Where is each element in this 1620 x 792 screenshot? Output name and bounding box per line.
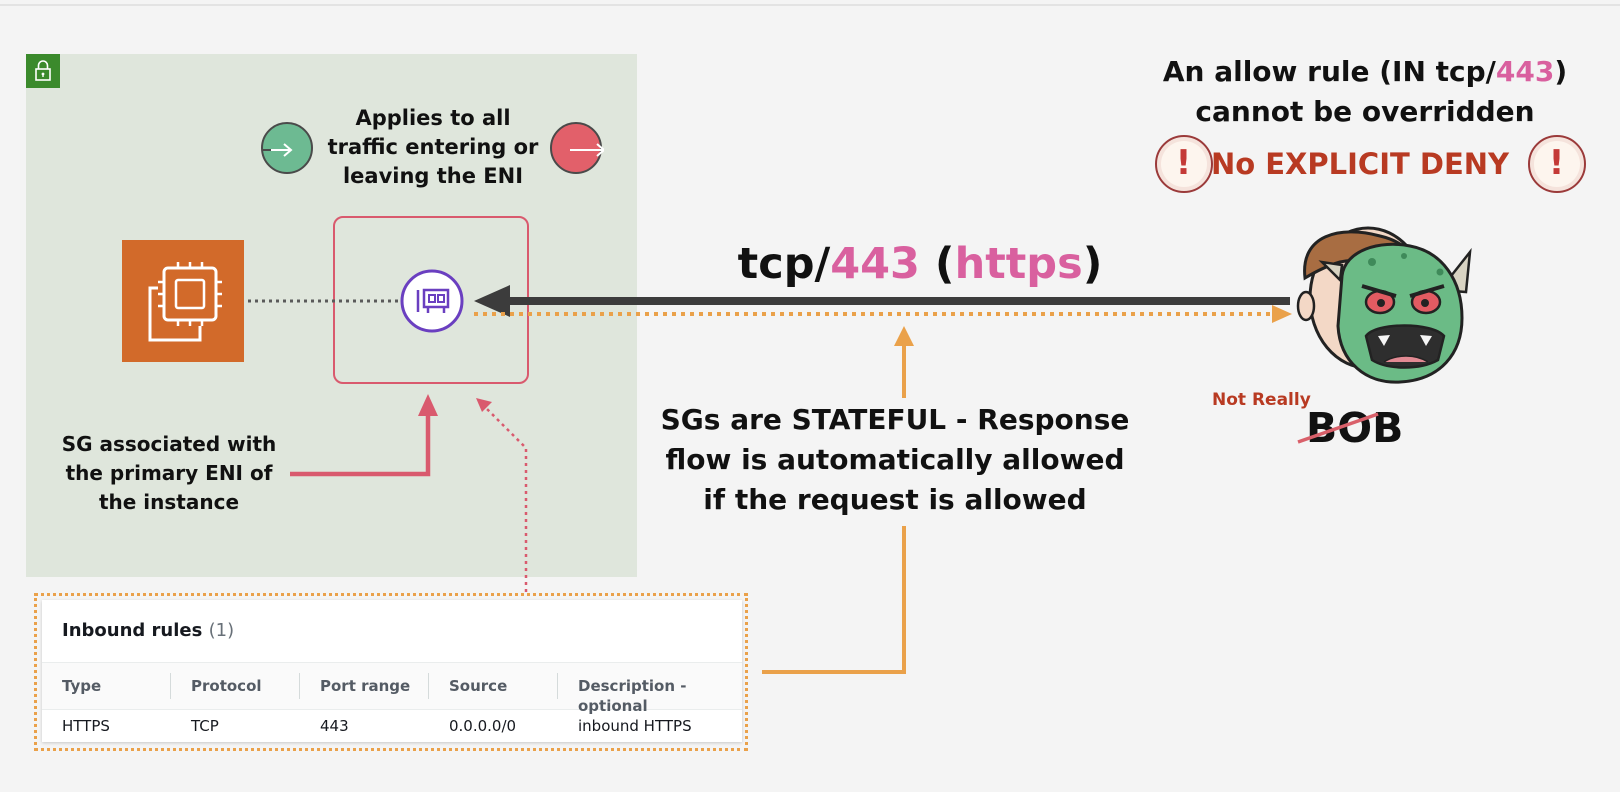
rules-link-arrow [481,403,528,592]
attacker-icon [1296,226,1472,384]
allow-rule-prefix: An allow rule (IN tcp/ [1162,55,1496,88]
cell-description: inbound HTTPS [578,717,692,735]
column-separator[interactable] [170,673,171,699]
not-really-label: Not Really [1212,390,1311,410]
column-header-description[interactable]: Description - optional [578,677,687,715]
flow-open-paren: ( [919,239,955,289]
allow-rule-port: 443 [1495,55,1555,88]
traffic-out-icon [550,122,604,174]
actor-name: BOB [1306,404,1404,452]
stateful-text: SGs are STATEFUL - Response flow is auto… [660,403,1130,516]
column-header-port-range[interactable]: Port range [320,677,411,695]
applies-text: Applies to all traffic entering or leavi… [327,106,539,188]
inbound-rules-title: Inbound rules (1) [62,620,234,641]
warning-icon: ! [1528,135,1586,193]
inbound-rules-table: Inbound rules (1) Type Protocol Port ran… [42,600,742,742]
rules-to-stateful-connector [762,526,906,674]
sg-association-text: SG associated with the primary ENI of th… [61,432,277,514]
traffic-in-icon [261,122,313,174]
column-separator[interactable] [557,673,558,699]
inbound-rules-count: (1) [208,620,235,641]
column-header-source[interactable]: Source [449,677,508,695]
strikethrough-mark [1297,412,1379,444]
warning-glyph: ! [1175,143,1192,183]
allow-rule-line2: cannot be overridden [1195,95,1535,128]
cell-port-range: 443 [320,717,349,735]
lock-icon [26,54,60,88]
flow-proto: tcp/ [737,239,831,289]
ec2-instance-icon [122,240,244,362]
warning-glyph: ! [1548,143,1565,183]
request-arrowhead [474,285,510,317]
inbound-rules-highlight [34,593,748,751]
warning-icon: ! [1155,135,1213,193]
cell-protocol: TCP [191,717,219,735]
allow-rule-suffix: ) [1554,55,1568,88]
column-header-protocol[interactable]: Protocol [191,677,262,695]
column-separator[interactable] [299,673,300,699]
allow-rule-text: An allow rule (IN tcp/443) cannot be ove… [1150,52,1580,132]
inbound-rules-heading: Inbound rules [62,620,203,641]
flow-port: 443 [830,239,920,289]
sg-association-arrow [290,414,431,477]
cell-source: 0.0.0.0/0 [449,717,517,735]
flow-close-paren: ) [1082,239,1103,289]
column-header-type[interactable]: Type [62,677,102,695]
flow-scheme: https [954,239,1083,289]
flow-label: tcp/443 (https) [700,236,1140,292]
cell-type: HTTPS [62,717,110,735]
table-header-row: Type Protocol Port range Source Descript… [42,662,742,715]
no-explicit-deny-text: No EXPLICIT DENY [1210,147,1510,181]
eni-icon [400,269,464,333]
top-divider [0,4,1620,6]
column-separator[interactable] [428,673,429,699]
response-arrowhead [1272,305,1292,323]
